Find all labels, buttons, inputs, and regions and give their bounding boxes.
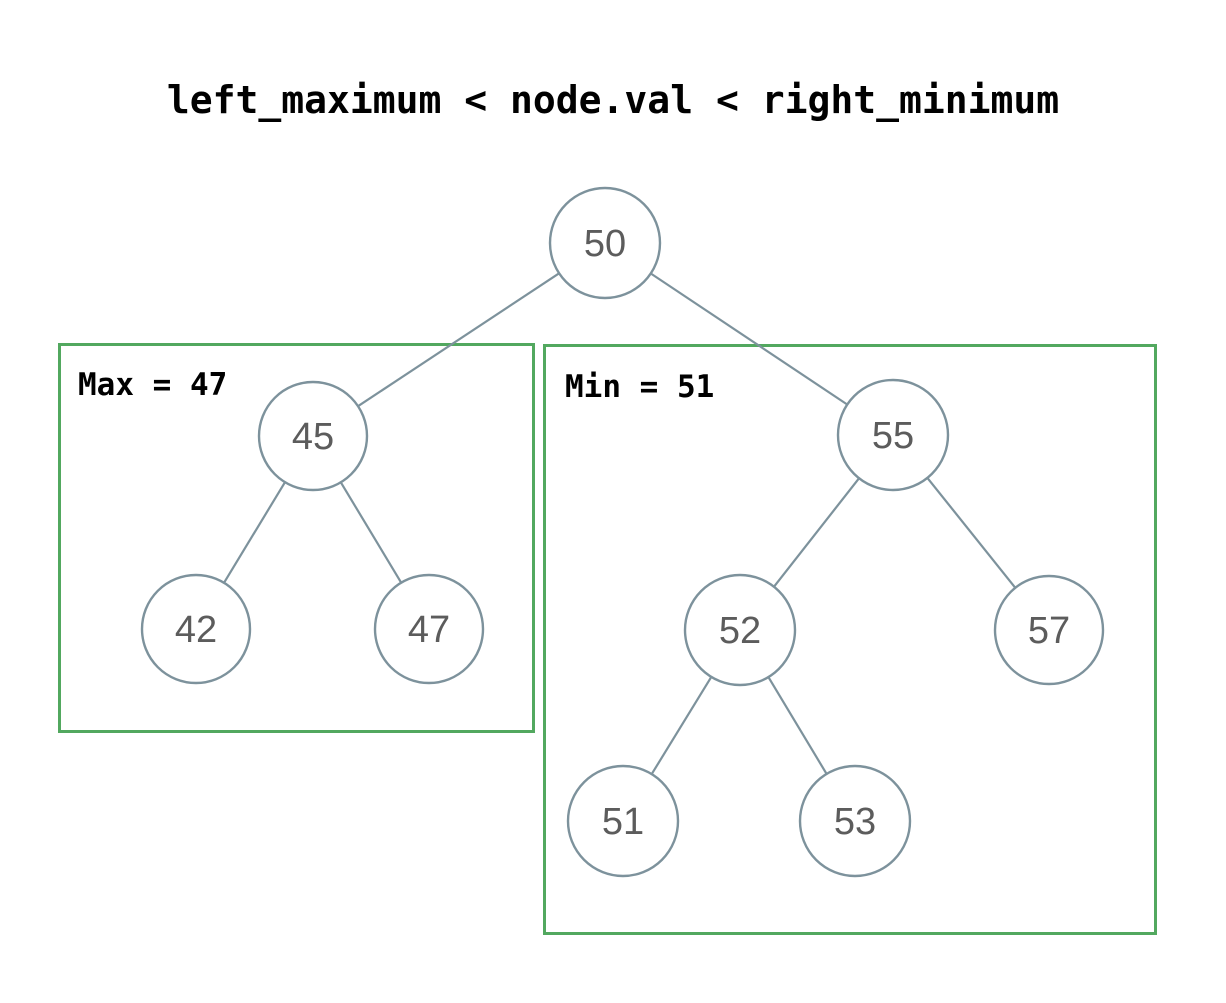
tree-node-51[interactable]: 51	[566, 764, 680, 878]
tree-edge-root-n55	[650, 272, 848, 406]
node-label-45: 45	[292, 416, 334, 458]
tree-edge-n52-n51	[650, 676, 713, 775]
left-subtree-max-label: Max = 47	[78, 367, 228, 403]
right-subtree-group-box	[543, 344, 1157, 935]
tree-edge-n45-n47	[339, 481, 403, 584]
node-label-52: 52	[719, 610, 761, 652]
node-circle-51	[566, 764, 680, 878]
node-circle-57	[993, 574, 1105, 686]
tree-node-45[interactable]: 45	[257, 380, 369, 492]
node-circle-53	[798, 764, 912, 878]
node-label-47: 47	[408, 609, 450, 651]
right-subtree-min-label: Min = 51	[565, 369, 715, 405]
left-subtree-group-box	[58, 343, 535, 733]
tree-node-53[interactable]: 53	[798, 764, 912, 878]
node-circle-52	[683, 573, 797, 687]
tree-node-42[interactable]: 42	[140, 573, 252, 685]
tree-edge-n45-n42	[223, 481, 286, 584]
tree-edges	[223, 272, 1017, 775]
tree-node-47[interactable]: 47	[373, 573, 485, 685]
node-circle-50	[548, 186, 662, 300]
tree-edge-n55-n52	[773, 477, 860, 588]
tree-edge-n52-n53	[767, 676, 828, 775]
node-label-51: 51	[602, 801, 644, 843]
node-label-53: 53	[834, 801, 876, 843]
node-label-50: 50	[584, 223, 626, 265]
tree-edge-n55-n57	[926, 477, 1017, 589]
tree-node-55[interactable]: 55	[836, 378, 950, 492]
tree-node-50[interactable]: 50	[548, 186, 662, 300]
node-circle-42	[140, 573, 252, 685]
node-label-55: 55	[872, 415, 914, 457]
node-label-57: 57	[1028, 610, 1070, 652]
tree-nodes: 50 45 55 42 47 52 57 51 53	[140, 186, 1105, 878]
page-title: left_maximum < node.val < right_minimum	[166, 78, 1060, 122]
tree-node-57[interactable]: 57	[993, 574, 1105, 686]
tree-edge-root-n45	[357, 272, 560, 408]
node-circle-55	[836, 378, 950, 492]
tree-node-52[interactable]: 52	[683, 573, 797, 687]
node-circle-47	[373, 573, 485, 685]
node-circle-45	[257, 380, 369, 492]
node-label-42: 42	[175, 609, 217, 651]
